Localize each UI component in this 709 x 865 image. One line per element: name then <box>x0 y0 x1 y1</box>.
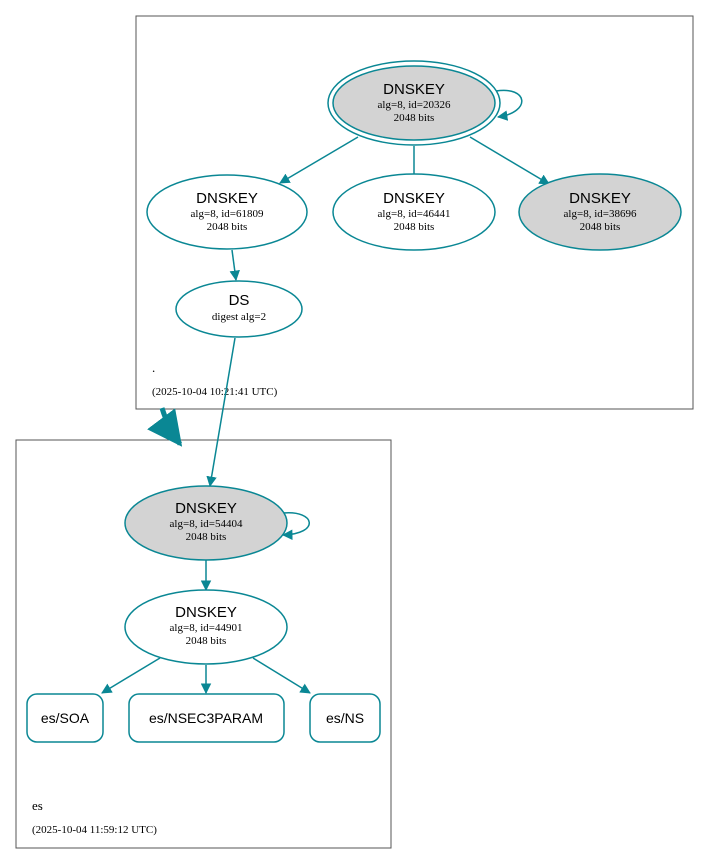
edge-ds-es-ksk <box>206 337 236 488</box>
svg-text:DNSKEY: DNSKEY <box>175 604 237 621</box>
es-zsk-44901-node: DNSKEY alg=8, id=44901 2048 bits <box>124 589 288 665</box>
svg-text:es/SOA: es/SOA <box>41 710 90 726</box>
svg-text:DS: DS <box>229 292 250 309</box>
ksk-self-edge <box>495 89 523 121</box>
svg-text:2048 bits: 2048 bits <box>394 112 435 124</box>
svg-text:alg=8, id=44901: alg=8, id=44901 <box>170 622 243 634</box>
rrset-es-ns: es/NS <box>309 693 381 743</box>
root-ksk-node: DNSKEY alg=8, id=20326 2048 bits <box>327 60 501 146</box>
svg-text:2048 bits: 2048 bits <box>186 531 227 543</box>
edge-zsk1-ds <box>229 249 240 282</box>
edge-zsk-ns <box>252 657 311 694</box>
edge-ksk-zsk1 <box>279 136 359 184</box>
root-zone-label: . <box>152 360 155 375</box>
svg-text:alg=8, id=20326: alg=8, id=20326 <box>378 99 451 111</box>
edge-ksk-zsk3 <box>469 136 550 185</box>
svg-text:DNSKEY: DNSKEY <box>569 190 631 207</box>
svg-text:2048 bits: 2048 bits <box>394 221 435 233</box>
svg-text:2048 bits: 2048 bits <box>186 635 227 647</box>
rrset-es-nsec3param: es/NSEC3PARAM <box>128 693 285 743</box>
svg-text:2048 bits: 2048 bits <box>207 221 248 233</box>
svg-text:2048 bits: 2048 bits <box>580 221 621 233</box>
svg-text:digest alg=2: digest alg=2 <box>212 311 266 323</box>
svg-text:es/NSEC3PARAM: es/NSEC3PARAM <box>149 710 263 726</box>
root-zsk-46441-node: DNSKEY alg=8, id=46441 2048 bits <box>332 173 496 251</box>
es-ksk-self-edge <box>281 512 310 540</box>
svg-text:alg=8, id=54404: alg=8, id=54404 <box>170 518 243 530</box>
svg-text:DNSKEY: DNSKEY <box>175 500 237 517</box>
delegation-arrow <box>147 407 183 447</box>
root-zone-timestamp: (2025-10-04 10:21:41 UTC) <box>152 386 278 398</box>
rrset-es-soa: es/SOA <box>26 693 104 743</box>
root-zsk-38696-node: DNSKEY alg=8, id=38696 2048 bits <box>518 173 682 251</box>
es-ksk-54404-node: DNSKEY alg=8, id=54404 2048 bits <box>124 485 288 561</box>
svg-text:es/NS: es/NS <box>326 710 364 726</box>
svg-text:DNSKEY: DNSKEY <box>383 81 445 98</box>
svg-text:alg=8, id=38696: alg=8, id=38696 <box>564 208 637 220</box>
es-zone-timestamp: (2025-10-04 11:59:12 UTC) <box>32 824 157 836</box>
svg-text:alg=8, id=46441: alg=8, id=46441 <box>378 208 451 220</box>
svg-text:alg=8, id=61809: alg=8, id=61809 <box>191 208 264 220</box>
svg-text:DNSKEY: DNSKEY <box>196 190 258 207</box>
root-zsk-61809-node: DNSKEY alg=8, id=61809 2048 bits <box>146 174 308 250</box>
edge-zsk-soa <box>101 657 161 694</box>
ds-node: DS digest alg=2 <box>175 280 303 338</box>
es-zone-label: es <box>32 798 43 813</box>
svg-text:DNSKEY: DNSKEY <box>383 190 445 207</box>
